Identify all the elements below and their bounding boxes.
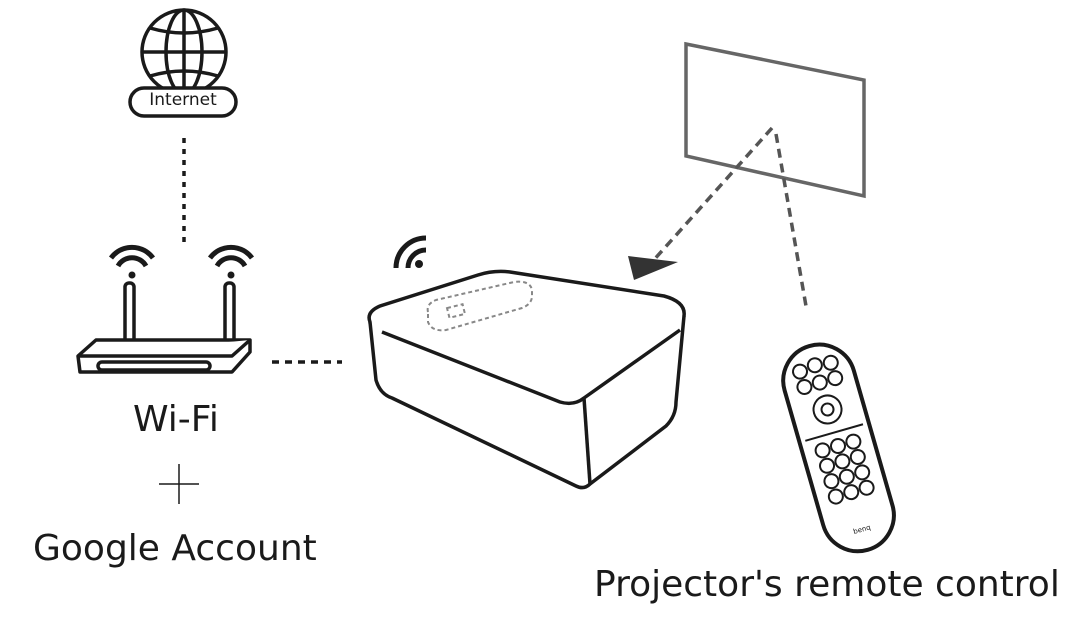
- projection-screen-icon: [684, 41, 866, 199]
- remote-control-label: Projector's remote control: [594, 564, 1060, 605]
- wifi-signal-icon: [207, 244, 255, 279]
- wifi-label: Wi-Fi: [133, 399, 219, 440]
- internet-label: Internet: [149, 90, 217, 110]
- projector-icon: [367, 269, 686, 490]
- internet-badge: [128, 86, 238, 118]
- plus-icon: [159, 464, 199, 504]
- globe-icon: [140, 8, 228, 96]
- wifi-signal-icon: [108, 244, 156, 279]
- router-icon: [76, 281, 252, 374]
- arrowhead-icon: [628, 256, 678, 280]
- google-account-label: Google Account: [33, 528, 317, 569]
- dongle-icon: [426, 280, 533, 332]
- projector-signal-icon: [393, 235, 427, 269]
- remote-control-icon: benq: [781, 342, 896, 554]
